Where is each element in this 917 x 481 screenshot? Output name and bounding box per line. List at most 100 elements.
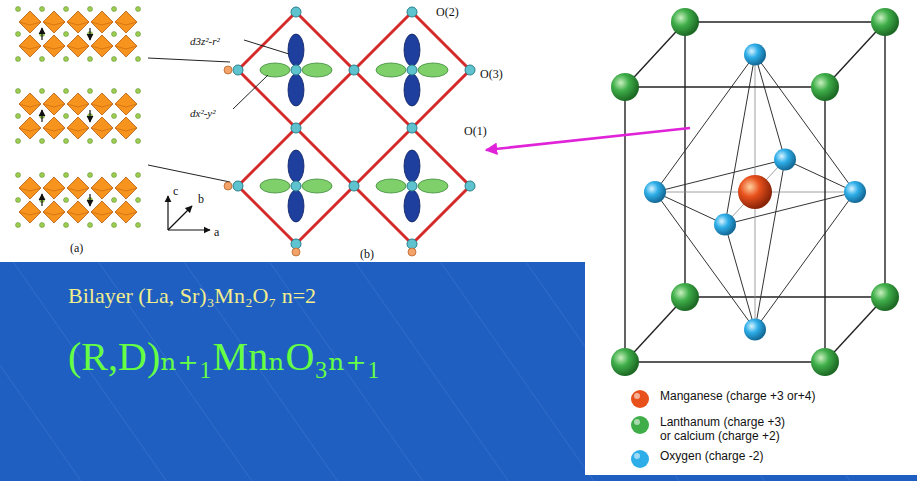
octahedron [115,117,137,139]
octahedron-facet [67,22,89,25]
octahedron-facet [91,128,113,131]
cation-dot [40,139,45,144]
octahedron [67,117,89,139]
swatch-sphere [631,416,649,434]
octahedron-edge [655,55,755,193]
legend-text: Manganese (charge +3 or+4) [660,389,870,403]
spin-arrow [41,194,42,206]
octahedron [19,201,41,223]
swatch-highlight [634,453,640,459]
oxygen-site [291,123,301,133]
orbital-lobe-3z2 [288,190,304,222]
cation-dot [136,114,141,119]
cation-site [292,248,300,256]
oxygen-site [407,123,417,133]
bond [755,55,756,193]
cell-edge [884,22,885,297]
cation-dot [136,198,141,203]
legend-row: Manganese (charge +3 or+4) [630,389,870,409]
octahedron [19,93,41,115]
octahedron [67,93,89,115]
oxygen-site [407,7,417,17]
cell-edge [824,87,825,362]
axis-label: b [198,193,204,206]
label-holder: O(1) [464,121,487,139]
octahedron-facet [67,212,89,215]
orbital-lobe-x2y2 [260,63,290,77]
octahedron-facet [91,22,113,25]
octahedron-facet [91,46,113,49]
octahedron-facet [115,188,137,191]
cation-dot [112,223,117,228]
cell-edge [625,361,825,362]
oxygen-site [465,181,475,191]
corner-atom [811,73,839,101]
oxygen-site [233,65,243,75]
octahedron-facet [19,104,41,107]
label-holder: b [198,189,204,207]
label-holder: (R,D)ₙ₊₁MnₙO₃ₙ₊₁ [68,335,381,379]
oxygen-site [407,239,417,249]
orbital-lobe-3z2 [288,74,304,106]
octahedron [43,177,65,199]
cation-dot [88,173,93,178]
corner-atom [811,348,839,376]
oxygen-site [349,65,359,75]
legend-row: Lanthanum (charge +3) or calcium (charge… [630,415,792,444]
orbital-lobe-x2y2 [376,179,406,193]
octahedron-facet [43,104,65,107]
octahedron [115,177,137,199]
label-holder: O(3) [480,64,503,82]
cation-dot [16,57,21,62]
cation-dot [112,173,117,178]
cation-site [224,66,232,74]
cation-dot [16,89,21,94]
octahedron [19,117,41,139]
axis-arrow [168,206,192,230]
cation-dot [16,139,21,144]
bond [755,192,756,330]
octahedron [91,93,113,115]
orbital-lobe-3z2 [404,190,420,222]
octahedron-facet [19,128,41,131]
octahedron [19,11,41,33]
perovskite-cell [611,8,899,376]
axis-arrow [168,229,210,230]
legend-text: Oxygen (charge -2) [660,449,870,463]
orbital-plane [224,7,475,256]
cation-dot [40,89,45,94]
octahedron-outline [354,128,470,244]
cation-dot [112,114,117,119]
orbital-lobe-x2y2 [418,63,448,77]
cation-site [408,248,416,256]
leader-line [244,40,289,54]
label-holder: dx²-y² [190,103,216,121]
spin-arrow [89,28,90,40]
cation-dot [136,57,141,62]
octahedron-facet [115,212,137,215]
compound-formula: Bilayer (La, Sr)₃Mn₂O₇ n=2 [68,284,316,308]
cation-dot [112,32,117,37]
oxygen-atom [844,181,866,203]
cation-dot [40,173,45,178]
cation-dot [112,7,117,12]
cation-dot [16,7,21,12]
cation-dot [136,173,141,178]
octahedron-facet [115,46,137,49]
octahedron [43,201,65,223]
site-label: O(3) [480,68,503,81]
cell-edge [685,21,885,22]
octahedron [43,11,65,33]
cation-dot [64,198,69,203]
oxygen-site [233,181,243,191]
cell-edge [624,87,625,362]
octahedron-facet [19,188,41,191]
orbital-lobe-x2y2 [418,179,448,193]
cation-dot [112,89,117,94]
cation-dot [64,89,69,94]
corner-atom [871,283,899,311]
octahedron [91,117,113,139]
cation-dot [40,57,45,62]
oxygen-atom [714,214,736,236]
